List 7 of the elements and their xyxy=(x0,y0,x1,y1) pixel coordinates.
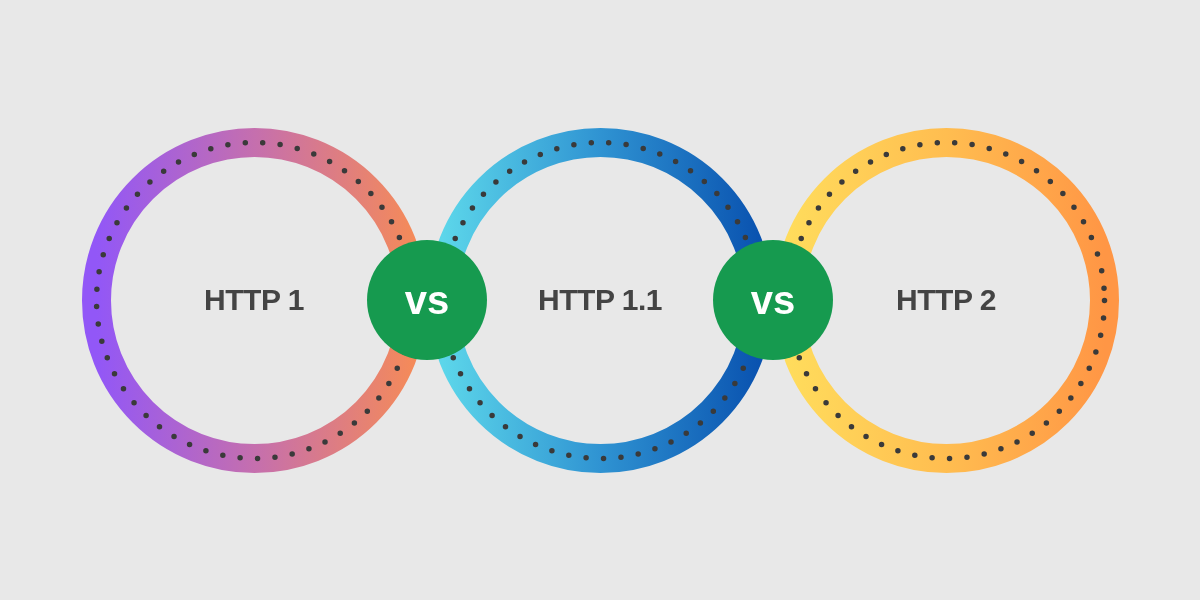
protocol-label: HTTP 1 xyxy=(204,285,304,315)
versus-label: vs xyxy=(750,280,796,320)
versus-circle xyxy=(713,240,833,360)
protocol-label: HTTP 1.1 xyxy=(538,285,662,315)
versus-circle xyxy=(367,240,487,360)
versus-label: vs xyxy=(404,280,450,320)
protocol-label: HTTP 2 xyxy=(896,285,996,315)
